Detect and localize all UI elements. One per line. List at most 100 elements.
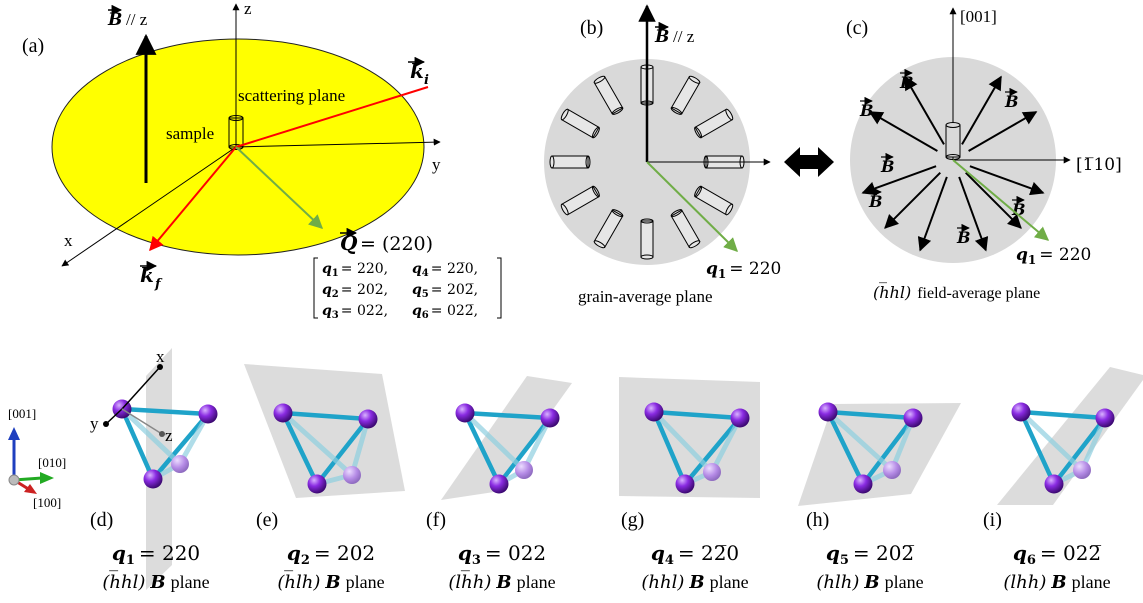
sample-label: sample	[166, 124, 214, 143]
tetrahedron	[644, 402, 750, 494]
atom	[644, 402, 664, 422]
svg-text:q1= 220: q1= 220	[706, 259, 781, 281]
svg-text:q4= 22̅0,: q4= 22̅0,	[412, 261, 478, 279]
tetrahedron	[1011, 402, 1115, 494]
tetrahedron	[112, 399, 218, 489]
field-arrow	[969, 165, 1045, 196]
q-list-1: = 220,	[341, 261, 388, 277]
panel-c-caption: field-average plane	[917, 285, 1040, 302]
atom	[489, 474, 509, 494]
q-letter: Q	[340, 231, 358, 255]
sample-cylinder-c	[945, 122, 961, 160]
field-arrow	[961, 75, 1002, 145]
bottom-panel-q: q6= 022̅	[1013, 541, 1101, 568]
atom-back	[515, 461, 533, 479]
grain-cylinders	[549, 64, 745, 260]
field-arrow-b-label: B	[880, 157, 895, 176]
crystal-axes-triad: [001] [010] [100]	[8, 406, 66, 510]
triad-x-head	[24, 484, 37, 494]
atom	[540, 408, 560, 428]
field-arrow	[958, 176, 989, 252]
q-list-3: = 022,	[341, 303, 388, 319]
bottom-panel-label: (d)	[90, 509, 113, 531]
bottom-panel-q: q3= 022	[458, 541, 546, 568]
field-arrow-b-label: B	[859, 101, 874, 120]
plane-f	[441, 376, 572, 500]
x-axis-label: x	[64, 231, 73, 250]
atom	[1011, 402, 1031, 422]
field-arrow-b-label: B	[899, 73, 914, 92]
panel-d-local-axes: x y z	[90, 347, 173, 445]
field-arrow	[868, 111, 938, 152]
bottom-panel-label: (g)	[621, 509, 644, 531]
axis-001-label: [001]	[960, 7, 997, 26]
panel-a-label: (a)	[22, 35, 44, 57]
svg-text:q1= 220,: q1= 220,	[322, 261, 388, 279]
svg-text:q2= 202,: q2= 202,	[322, 282, 388, 300]
field-arrow	[884, 172, 941, 229]
panel-c-hkl: (h̅hl)	[873, 282, 911, 302]
atom	[818, 402, 838, 422]
grain-cylinder	[560, 185, 600, 216]
grain-cylinder	[549, 155, 591, 169]
atom	[273, 403, 293, 423]
atom	[1044, 474, 1064, 494]
plane-e	[244, 364, 405, 498]
svg-text:q5= 202̅,: q5= 202̅,	[412, 282, 478, 300]
atom	[455, 403, 475, 423]
y-axis-label: y	[432, 155, 441, 174]
atom-back	[703, 463, 721, 481]
b-field-letter: B	[107, 10, 122, 30]
q1-value-c: = 220	[1039, 245, 1091, 265]
q1-vector-c	[952, 159, 1050, 241]
q-list-5: = 202̅,	[431, 282, 478, 298]
d-y-axis	[105, 408, 123, 425]
y-axis	[235, 138, 441, 148]
triad-x-label: [100]	[33, 495, 61, 510]
tetrahedron	[455, 403, 560, 494]
grain-cylinder	[670, 75, 701, 115]
atom-back	[883, 461, 901, 479]
atom-back	[1073, 461, 1091, 479]
triad-z-label: [001]	[8, 406, 36, 421]
field-arrow-b-label: B	[868, 192, 883, 211]
panel-a: (a) B // z z y x sample scattering plane…	[22, 0, 502, 321]
bottom-panel-label: (e)	[256, 509, 278, 531]
tetrahedra	[112, 399, 1115, 494]
grain-cylinder	[593, 209, 624, 249]
z-axis-label: z	[244, 0, 252, 18]
triad-y-label: [010]	[38, 455, 66, 470]
grain-cylinder	[640, 218, 654, 260]
q-vector	[235, 146, 324, 229]
plane-h	[798, 403, 961, 506]
panel-c-label: (c)	[846, 17, 868, 39]
bottom-panel-q: q1= 220	[112, 541, 200, 568]
plane-i	[997, 367, 1143, 505]
d-x-axis	[121, 366, 161, 410]
atom	[903, 408, 923, 428]
atom	[675, 474, 695, 494]
d-z-axis	[121, 408, 163, 435]
atom	[358, 409, 378, 429]
atom	[307, 474, 327, 494]
atom	[1095, 408, 1115, 428]
atom	[198, 404, 218, 424]
q-list-2: = 202,	[341, 282, 388, 298]
svg-text:q6= 022̅,: q6= 022̅,	[412, 303, 478, 321]
bottom-panel-label: (f)	[426, 509, 446, 531]
bottom-panel-label: (i)	[983, 509, 1002, 531]
scattering-plane-label: scattering plane	[238, 86, 345, 105]
triad-z-head	[8, 427, 20, 440]
field-arrow-b-label: B	[956, 228, 971, 247]
tetrahedron	[273, 403, 378, 494]
svg-text:q1= 220: q1= 220	[1016, 245, 1091, 267]
bottom-panel-q: q4= 22̅0	[651, 541, 739, 568]
k-f-sub: f	[154, 277, 163, 292]
q1-value-b: = 220	[729, 259, 781, 279]
field-arrow-b-label: B	[1011, 200, 1026, 219]
